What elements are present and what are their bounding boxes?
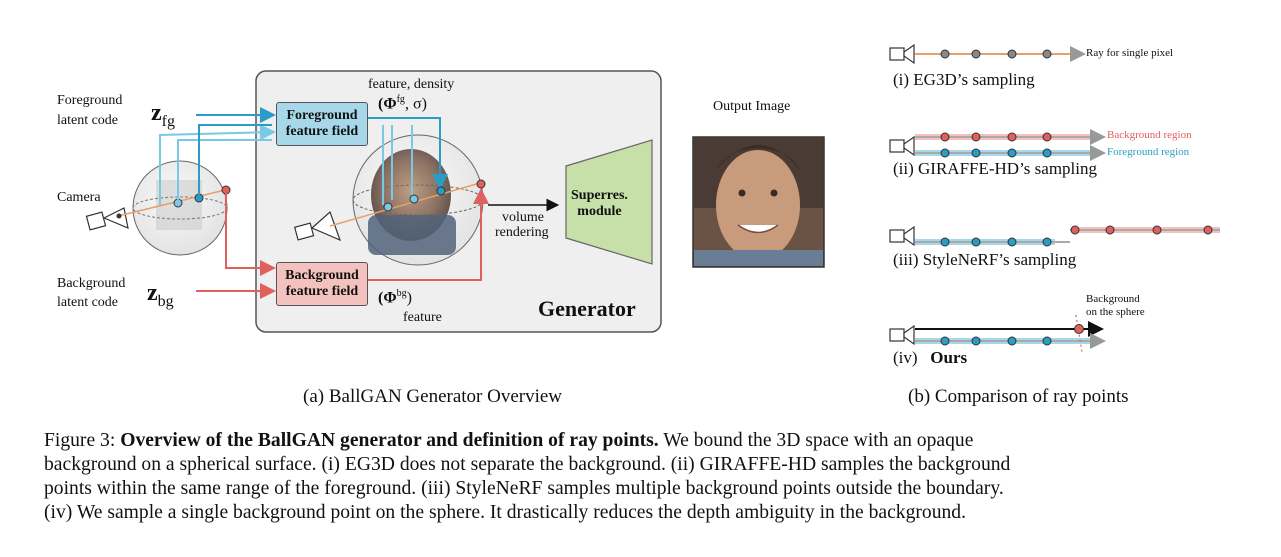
camera-label: Camera (57, 190, 101, 205)
caption-line4: (iv) We sample a single background point… (44, 502, 966, 523)
caption-fig: Figure 3: (44, 430, 116, 451)
label-iii: (iii) StyleNeRF’s sampling (893, 250, 1077, 269)
foreground-latent-label-1: Foreground (57, 93, 123, 108)
bg-sphere-label-1: Background (1086, 293, 1140, 305)
ray-iv (889, 314, 1106, 353)
feature-label: feature (403, 310, 442, 325)
panel-a-subcaption: (a) BallGAN Generator Overview (303, 386, 563, 407)
output-image-label: Output Image (713, 99, 791, 114)
bg-sphere-label-2: on the sphere (1086, 306, 1145, 318)
background-region-label: Background region (1107, 129, 1192, 141)
background-latent-label-1: Background (57, 276, 126, 291)
phi-bg-label: (Φbg) (378, 288, 412, 307)
ray-i (889, 44, 1086, 64)
z-fg: zfg (151, 100, 175, 130)
caption-line3: points within the same range of the fore… (44, 478, 1004, 499)
superres-label: Superres.module (571, 188, 628, 219)
label-i: (i) EG3D’s sampling (893, 70, 1035, 89)
left-camera-icon (85, 207, 129, 231)
rendering-label: rendering (495, 225, 549, 240)
caption-line1: We bound the 3D space with an opaque (663, 430, 974, 451)
ray-iii (889, 225, 1220, 247)
background-latent-label-2: latent code (57, 295, 119, 310)
right-camera-icon (293, 210, 342, 242)
ray-single-pixel-label: Ray for single pixel (1086, 47, 1174, 59)
panel-b-subcaption: (b) Comparison of ray points (908, 386, 1129, 407)
panel-b-diagram (889, 44, 1220, 353)
generator-label: Generator (538, 296, 636, 321)
caption-line2: background on a spherical surface. (i) E… (44, 454, 1011, 475)
feature-density-label: feature, density (368, 77, 455, 92)
foreground-latent-label-2: latent code (57, 113, 119, 128)
figure-caption: Figure 3: Overview of the BallGAN genera… (44, 429, 1244, 525)
foreground-region-label: Foreground region (1107, 146, 1190, 158)
superres-module (565, 139, 653, 265)
label-iv: (iv) Ours (893, 348, 968, 367)
ray-ii (889, 129, 1106, 161)
phi-fg-label: (Φfg, σ) (378, 94, 427, 113)
caption-bold: Overview of the BallGAN generator and de… (120, 430, 659, 451)
panel-a-diagram (85, 70, 825, 333)
label-ii: (ii) GIRAFFE-HD’s sampling (893, 159, 1097, 178)
volume-label: volume (502, 210, 544, 225)
z-bg: zbg (147, 280, 174, 310)
